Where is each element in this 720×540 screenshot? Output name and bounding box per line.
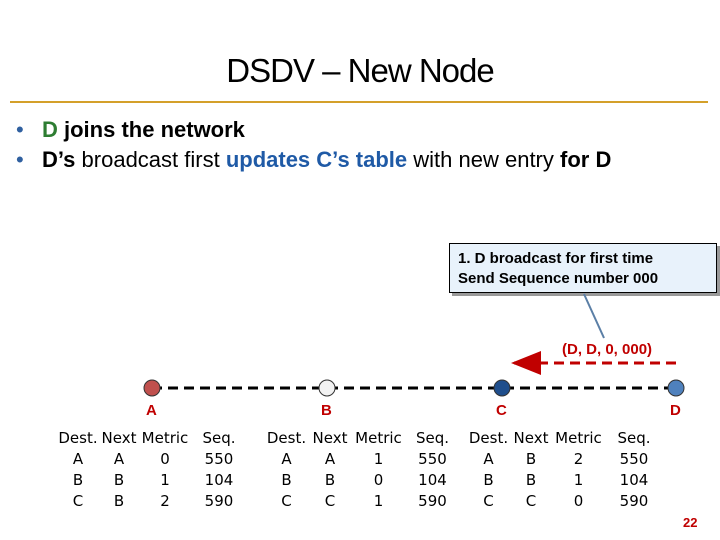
- header-next: Next: [312, 429, 348, 447]
- header-dest: Dest.: [58, 429, 98, 447]
- broadcast-packet-label: (D, D, 0, 000): [562, 341, 653, 358]
- cell: 2: [573, 450, 584, 468]
- bullet-2-part-2: broadcast first: [75, 147, 226, 172]
- node-label-d: D: [670, 402, 681, 419]
- callout-line-1: 1. D broadcast for first time: [458, 250, 654, 267]
- cell: 0: [160, 450, 170, 468]
- node-label-b: B: [321, 402, 332, 419]
- cell: B: [281, 471, 292, 489]
- bullet-1-part-1: D: [42, 117, 58, 142]
- routing-table-c: Dest. Next Metric Seq. A B 2 550 B B 1 1…: [467, 428, 663, 512]
- table-row: B B 1 104: [467, 470, 663, 491]
- cell: B: [525, 471, 537, 489]
- bullet-2-part-4: with new entry: [407, 147, 560, 172]
- header-metric: Metric: [141, 429, 189, 447]
- cell: 1: [573, 471, 584, 489]
- table-row: C B 2 590: [57, 491, 247, 512]
- bullet-2-part-5: for D: [560, 147, 612, 172]
- node-c-circle: [493, 379, 511, 397]
- cell: B: [525, 450, 537, 468]
- table-row: A B 2 550: [467, 449, 663, 470]
- cell: 1: [373, 450, 384, 468]
- cell: B: [113, 471, 125, 489]
- callout-pointer-line: [583, 293, 605, 339]
- cell: 0: [373, 471, 384, 489]
- cell: B: [483, 471, 494, 489]
- cell: 590: [204, 492, 234, 510]
- table-row: B B 0 104: [264, 470, 459, 491]
- bullet-item-1: • D joins the network: [16, 115, 611, 145]
- cell: A: [483, 450, 494, 468]
- broadcast-callout: 1. D broadcast for first time Send Seque…: [449, 243, 717, 293]
- bullet-dot-icon: •: [16, 147, 24, 172]
- routing-table-a: Dest. Next Metric Seq. A A 0 550 B B 1 1…: [57, 428, 247, 512]
- header-metric: Metric: [555, 429, 602, 447]
- table-row: A A 0 550: [57, 449, 247, 470]
- cell: 590: [418, 492, 447, 510]
- node-label-a: A: [146, 402, 157, 419]
- bullet-list: • D joins the network • D’s broadcast firs…: [16, 115, 611, 175]
- bullet-2-part-3: updates C’s table: [225, 147, 408, 172]
- node-label-c: C: [496, 402, 507, 419]
- header-metric: Metric: [355, 429, 402, 447]
- cell: 1: [160, 471, 170, 489]
- header-next: Next: [101, 429, 137, 447]
- header-next: Next: [513, 429, 549, 447]
- cell: B: [72, 471, 84, 489]
- cell: 0: [573, 492, 584, 510]
- cell: B: [113, 492, 125, 510]
- bullet-dot-icon: •: [16, 117, 24, 142]
- page-number: 22: [683, 515, 698, 530]
- cell: 550: [204, 450, 234, 468]
- table-row: C C 0 590: [467, 491, 663, 512]
- table-header-row: Dest. Next Metric Seq.: [467, 428, 663, 449]
- cell: 104: [418, 471, 447, 489]
- title-divider: [10, 101, 708, 103]
- cell: A: [113, 450, 125, 468]
- cell: A: [72, 450, 84, 468]
- table-header-row: Dest. Next Metric Seq.: [264, 428, 459, 449]
- cell: 550: [619, 450, 649, 468]
- cell: C: [525, 492, 537, 510]
- cell: C: [72, 492, 84, 510]
- table-row: B B 1 104: [57, 470, 247, 491]
- cell: 2: [160, 492, 170, 510]
- cell: 104: [204, 471, 234, 489]
- cell: A: [324, 450, 336, 468]
- header-seq: Seq.: [617, 429, 651, 447]
- header-seq: Seq.: [202, 429, 236, 447]
- callout-line-2: Send Sequence number 000: [458, 270, 659, 287]
- cell: C: [483, 492, 494, 510]
- bullet-2-part-1: D’s: [42, 147, 76, 172]
- bullet-item-2: • D’s broadcast first updates C’s table w…: [16, 145, 611, 175]
- cell: 550: [418, 450, 447, 468]
- routing-table-b: Dest. Next Metric Seq. A A 1 550 B B 0 1…: [264, 428, 459, 512]
- cell: B: [324, 471, 336, 489]
- cell: C: [281, 492, 292, 510]
- node-d-circle: [667, 379, 685, 397]
- header-dest: Dest.: [266, 429, 307, 447]
- cell: A: [281, 450, 292, 468]
- table-header-row: Dest. Next Metric Seq.: [57, 428, 247, 449]
- bullet-1-part-2: joins the network: [57, 117, 245, 142]
- table-row: C C 1 590: [264, 491, 459, 512]
- cell: 104: [619, 471, 649, 489]
- header-seq: Seq.: [415, 429, 450, 447]
- node-a-circle: [143, 379, 161, 397]
- page-title: DSDV – New Node: [226, 52, 494, 89]
- table-row: A A 1 550: [264, 449, 459, 470]
- header-dest: Dest.: [468, 429, 509, 447]
- cell: 590: [619, 492, 649, 510]
- cell: C: [324, 492, 336, 510]
- cell: 1: [373, 492, 384, 510]
- node-b-circle: [318, 379, 336, 397]
